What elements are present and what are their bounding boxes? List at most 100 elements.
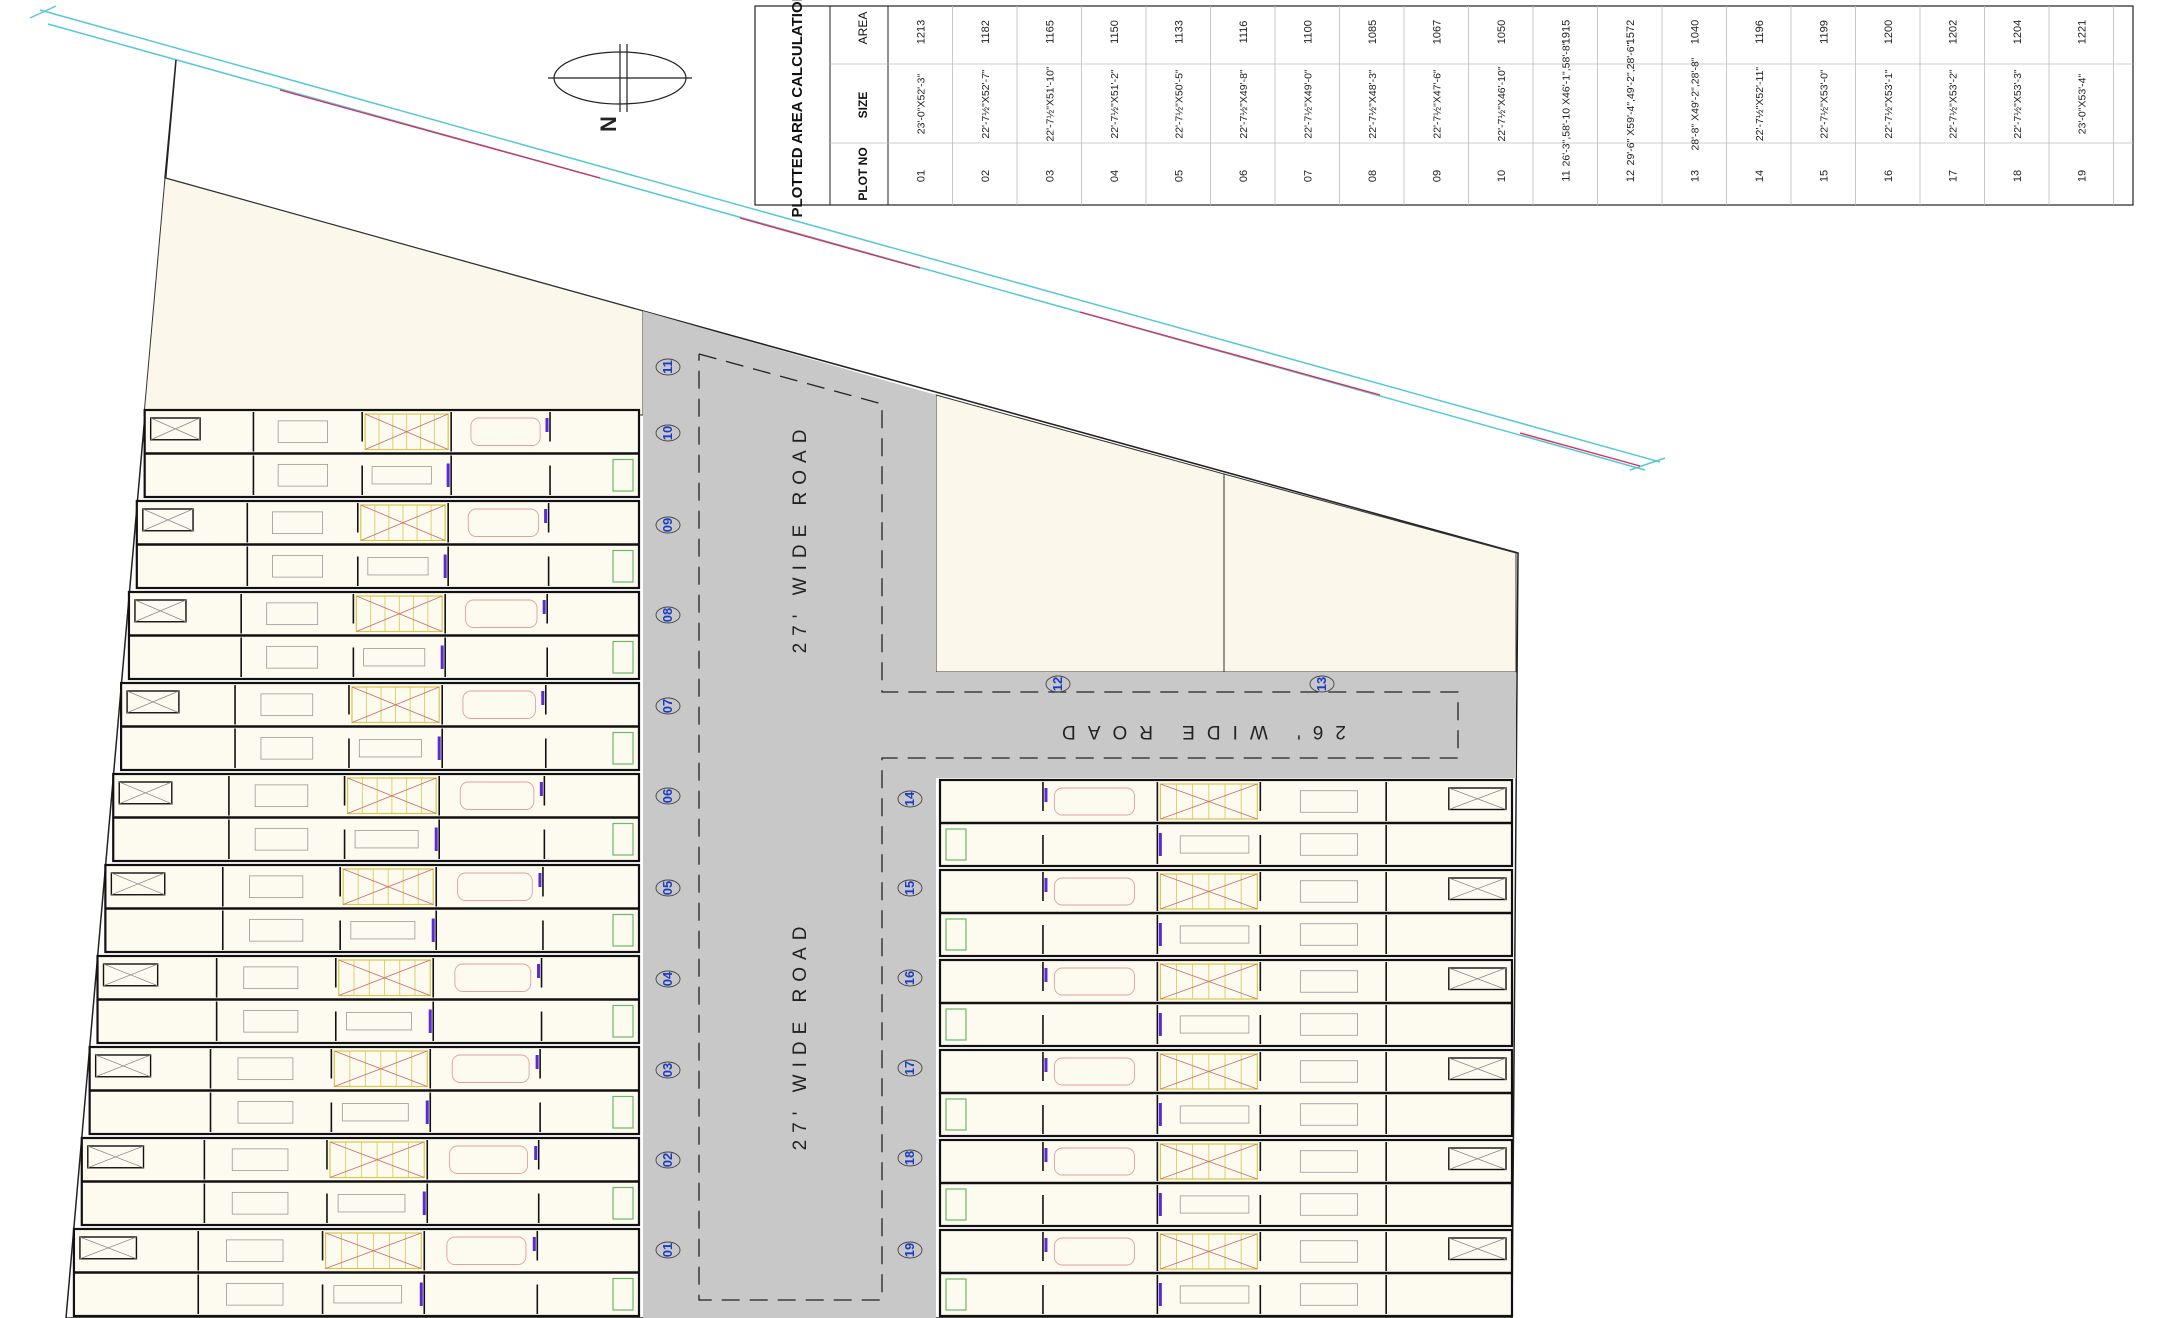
table-cell-area: 1221 — [2076, 20, 2088, 44]
left-block-houses — [72, 408, 641, 1318]
table-cell-size: 23'-0"X53'-4" — [2076, 73, 2088, 134]
table-cell-size: 22'-7½"X46'-10" — [1496, 66, 1508, 141]
vertical-road — [643, 311, 936, 1318]
table-header-plot-no: PLOT NO — [856, 147, 870, 200]
plot-marker-circle — [897, 790, 923, 808]
table-cell-size: 22'-7½"X51'-10" — [1044, 66, 1056, 141]
table-cell-plot-no: 01 — [915, 170, 927, 182]
plot-12-area — [935, 394, 1225, 673]
toilet-room — [110, 872, 166, 896]
garden-planter — [612, 1186, 634, 1220]
plot-marker-label: 10 — [660, 426, 675, 440]
garden-planter — [612, 731, 634, 765]
plot-13-area — [1223, 473, 1517, 673]
table-cell-area: 1116 — [1238, 21, 1250, 44]
plot-marker-label: 18 — [902, 1151, 917, 1165]
bed-outline — [1299, 1240, 1358, 1263]
plot-marker-label: 07 — [660, 699, 675, 713]
car-outline — [446, 1236, 527, 1265]
plot-marker-circle — [655, 879, 681, 897]
toilet-cross — [1448, 787, 1507, 810]
plot-marker-circle — [655, 1061, 681, 1079]
table-cell-area: 1196 — [1754, 20, 1766, 44]
road-label-vertical-top: 27' WIDE ROAD — [790, 423, 811, 654]
garden-planter — [612, 640, 634, 674]
stair-cross — [1160, 1053, 1258, 1090]
house-floor-plan — [938, 1048, 1514, 1138]
car-outline — [1053, 1057, 1135, 1086]
toilet-room — [1448, 1237, 1507, 1261]
table-cell-size: 22'-7½"X52'-11" — [1754, 67, 1766, 142]
bed-outline — [272, 511, 324, 535]
car-outline — [1053, 877, 1135, 906]
table-cell-area: 1572 — [1625, 20, 1637, 44]
table-cell-size: 22'-7½"X53'-1" — [1883, 69, 1895, 139]
table-cell-plot-no: 02 — [980, 170, 992, 182]
sofa-outline — [1179, 925, 1250, 944]
bed-outline — [231, 1148, 289, 1172]
stair-cross — [360, 504, 446, 541]
stair-cross — [1160, 873, 1258, 910]
sofa-outline — [354, 830, 419, 849]
plot-marker-circle — [655, 424, 681, 442]
garden-planter — [612, 1277, 634, 1311]
toilet-room — [126, 690, 180, 714]
garden-planter — [612, 1004, 634, 1038]
plot-number-marker: 17 — [897, 1059, 923, 1077]
plot-marker-label: 13 — [1314, 677, 1329, 691]
table-cell-area: 1204 — [2012, 20, 2024, 44]
bed-outline — [1299, 923, 1358, 946]
plot-marker-label: 09 — [660, 518, 675, 532]
house-floor-plan — [127, 590, 641, 681]
plot-marker-circle — [655, 697, 681, 715]
stair-cross — [356, 595, 443, 632]
toilet-cross — [1448, 877, 1507, 900]
table-cell-size: 22'-7½"X52'-7" — [980, 69, 992, 139]
plot-marker-circle — [897, 1149, 923, 1167]
table-cell-plot-no: 06 — [1238, 170, 1250, 182]
plot-marker-label: 16 — [902, 971, 917, 985]
plot-marker-label: 01 — [660, 1243, 675, 1257]
plot-marker-circle — [897, 879, 923, 897]
stair-cross — [1160, 783, 1258, 820]
plot-marker-circle — [897, 969, 923, 987]
plot-number-marker: 11 — [655, 358, 681, 376]
car-outline — [449, 1145, 529, 1174]
toilet-cross — [1448, 1237, 1507, 1260]
car-outline — [1053, 967, 1135, 996]
car-outline — [1053, 787, 1135, 816]
garden-planter — [945, 918, 967, 951]
plot-marker-label: 14 — [902, 791, 917, 806]
house-floor-plan — [112, 772, 641, 863]
plot-marker-label: 17 — [902, 1061, 917, 1075]
plot-marker-label: 11 — [660, 360, 675, 374]
plot-number-marker: 13 — [1309, 675, 1335, 693]
plot-marker-label: 04 — [660, 971, 675, 986]
bed-outline — [1299, 880, 1358, 903]
plot-marker-label: 06 — [660, 789, 675, 803]
toilet-cross — [1448, 967, 1507, 990]
toilet-cross — [142, 508, 194, 532]
car-outline — [467, 508, 540, 537]
plot-marker-circle — [655, 1241, 681, 1259]
stair-cross — [351, 686, 440, 723]
garden-planter — [612, 1095, 634, 1129]
toilet-room — [1448, 787, 1507, 811]
road-label-vertical-bottom: 27' WIDE ROAD — [790, 920, 811, 1151]
plot-marker-label: 05 — [660, 881, 675, 895]
plot-number-marker: 14 — [897, 790, 923, 808]
car-outline — [454, 963, 532, 992]
bed-outline — [254, 784, 309, 808]
bed-outline — [237, 1100, 294, 1124]
table-cell-plot-no: 18 — [2012, 170, 2024, 182]
sofa-outline — [1179, 835, 1250, 854]
bed-outline — [266, 602, 319, 626]
bed-outline — [260, 693, 314, 717]
table-cell-size: 23'-0"X52'-3" — [915, 73, 927, 134]
garden-planter — [612, 913, 634, 947]
plot-11-open-area — [143, 177, 644, 416]
toilet-room — [87, 1145, 145, 1169]
bed-outline — [226, 1239, 284, 1263]
bed-outline — [243, 1009, 299, 1033]
bed-outline — [249, 918, 304, 942]
